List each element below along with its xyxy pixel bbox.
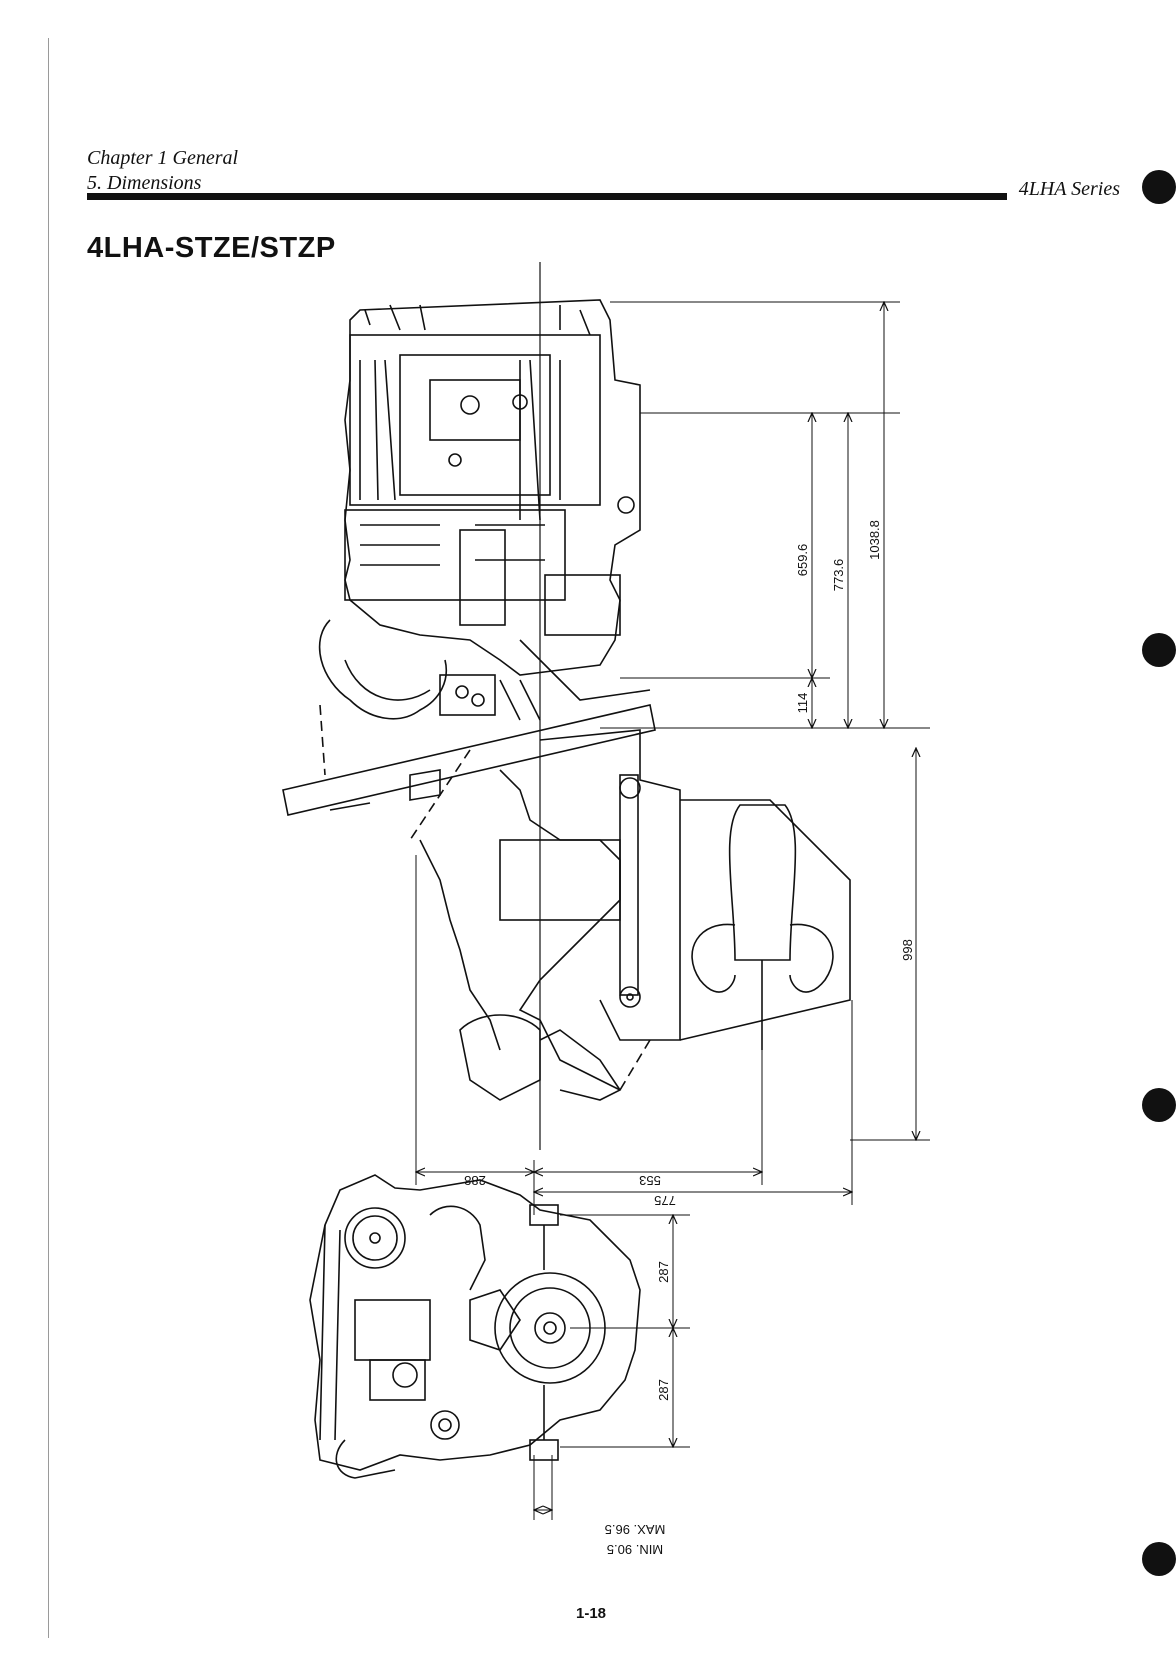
dim-min: MIN. 90.5: [607, 1542, 663, 1557]
dim-288: 288: [464, 1173, 486, 1188]
dim-max: MAX. 96.5: [605, 1522, 666, 1537]
dim-287-bottom: 287: [656, 1379, 671, 1401]
dim-773-6: 773.6: [831, 559, 846, 592]
drive-leg: [410, 730, 850, 1100]
engine-side-view: [283, 262, 655, 1150]
engine-rear-view: [310, 1175, 640, 1478]
dimension-lines: [416, 302, 930, 1520]
dim-1038-8: 1038.8: [867, 520, 882, 560]
dim-775: 775: [654, 1193, 676, 1208]
dim-659-6: 659.6: [795, 544, 810, 577]
dim-114: 114: [795, 693, 810, 714]
page-number: 1-18: [576, 1605, 606, 1622]
dim-287-top: 287: [656, 1261, 671, 1283]
dim-998: 998: [900, 939, 915, 961]
dim-553: 553: [639, 1173, 661, 1188]
